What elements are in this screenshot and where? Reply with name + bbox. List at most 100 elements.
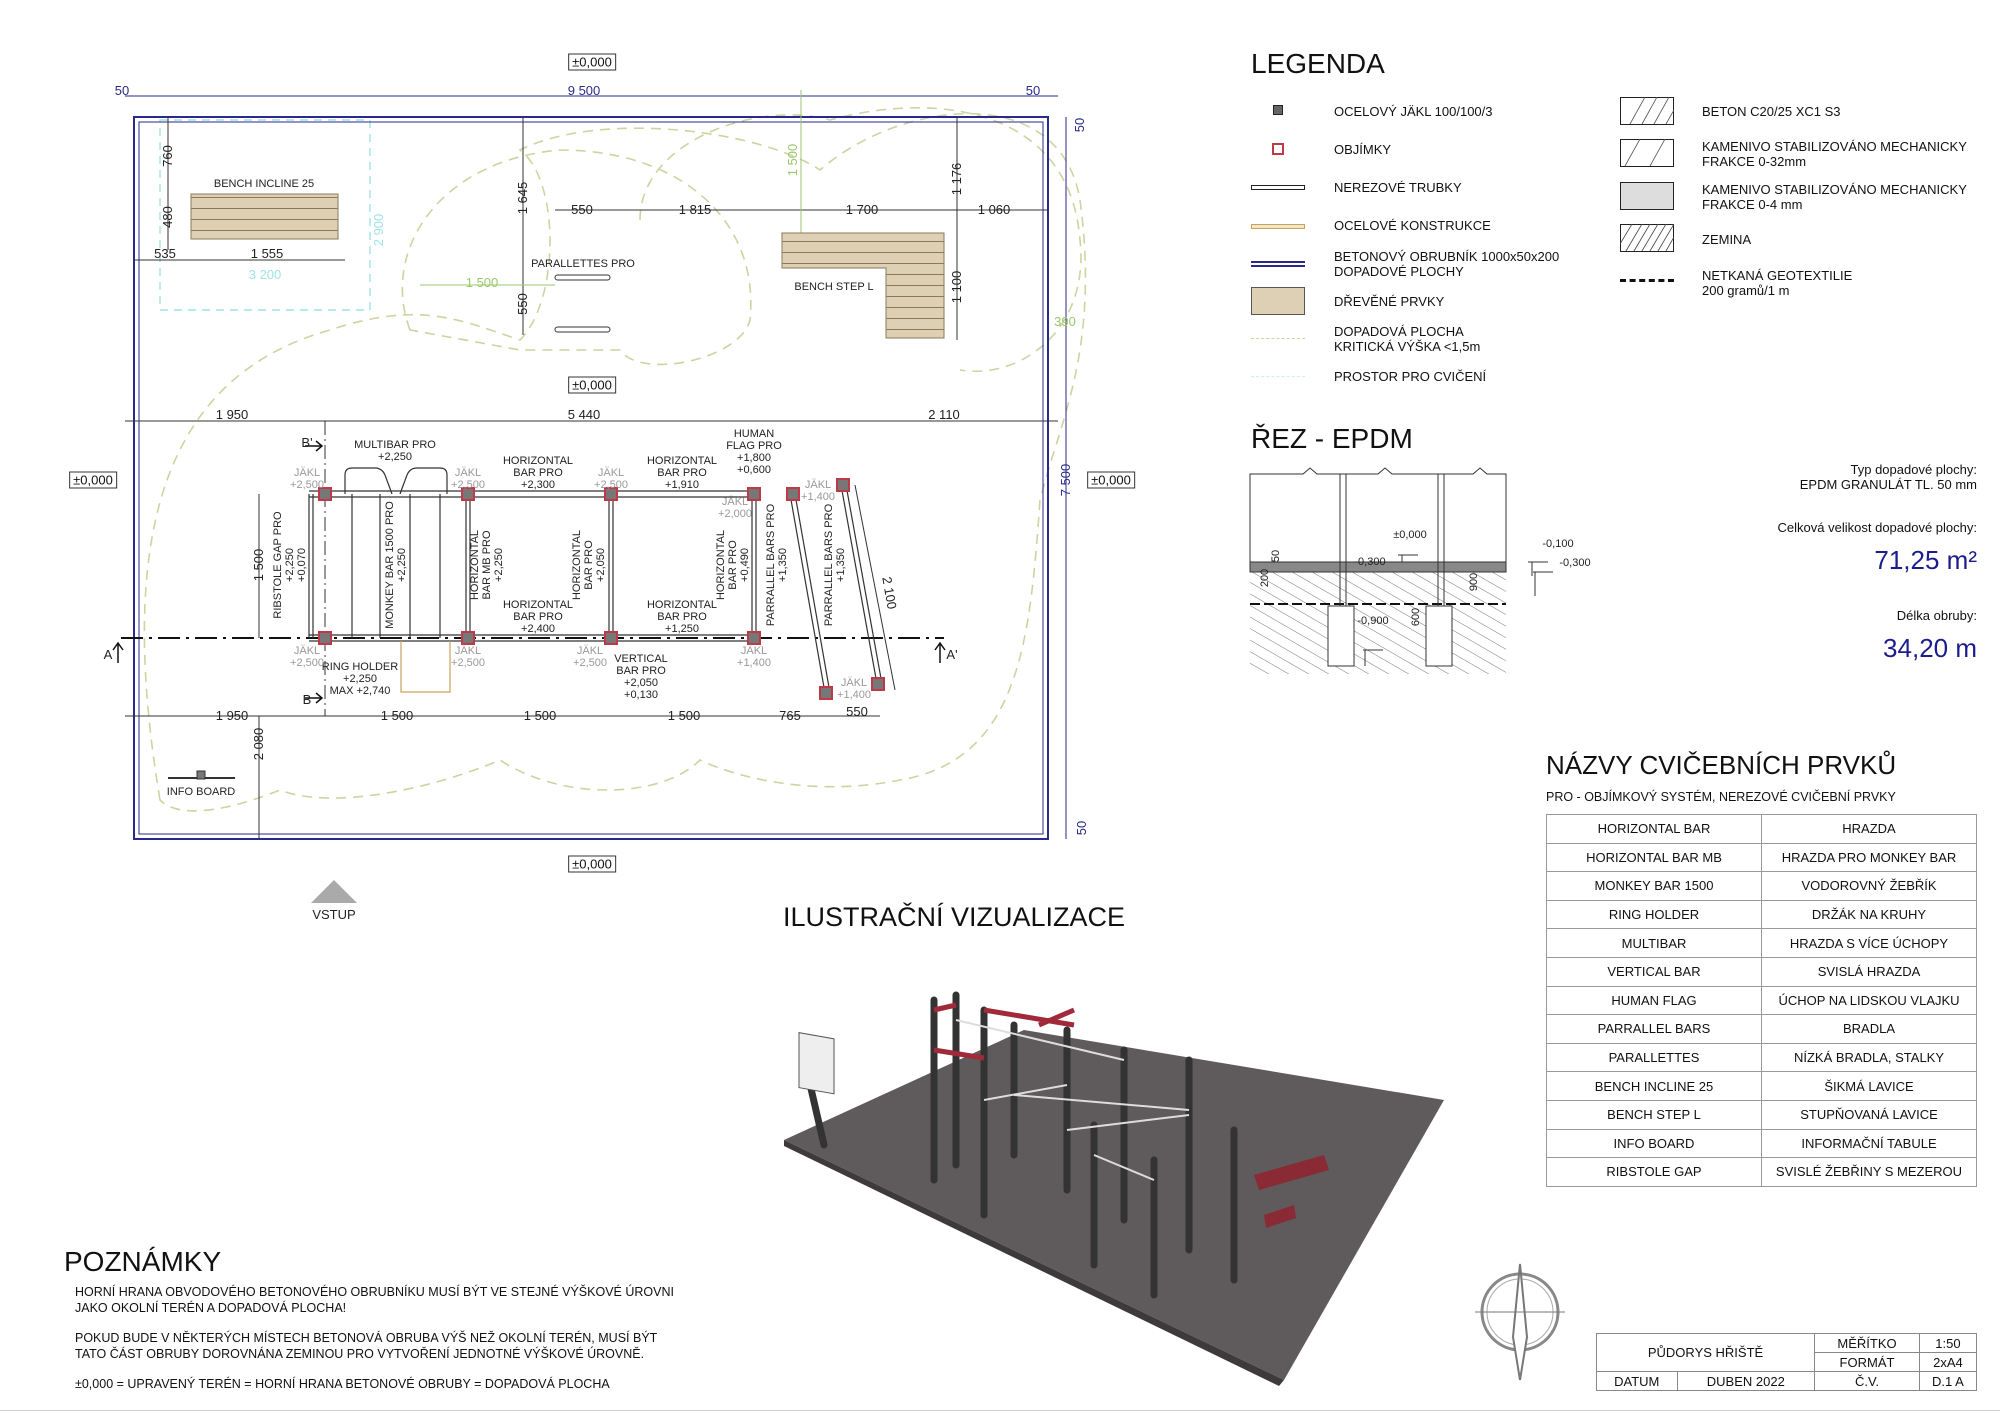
steel-post-icon [1273, 105, 1283, 115]
element-name-en: HORIZONTAL BAR [1546, 814, 1762, 844]
element-name-en: PARRALLEL BARS [1546, 1014, 1762, 1044]
label-horizontal-bar: HORIZONTAL BAR PRO +1,250 [646, 599, 718, 635]
geotextile-icon [1620, 279, 1674, 282]
label-parallettes: PARALLETTES PRO [531, 258, 635, 270]
format-value: 2xA4 [1918, 1352, 1978, 1372]
steel-construction-icon [1251, 224, 1305, 229]
concrete-curb [133, 116, 1049, 840]
north-arrow-icon [1475, 1263, 1565, 1381]
level-mark-bottom: ±0,000 [568, 855, 616, 873]
label-bench-step: BENCH STEP L [794, 281, 874, 293]
section-level-label: -0,900 [1357, 615, 1389, 627]
element-name-en: RIBSTOLE GAP [1546, 1157, 1762, 1187]
element-name-en: INFO BOARD [1546, 1128, 1762, 1159]
dim-label: 1 500 [667, 708, 701, 723]
element-name-cz: ÚCHOP NA LIDSKOU VLAJKU [1761, 985, 1977, 1016]
label-horizontal-bar: HORIZONTAL BAR PRO +2,050 [571, 529, 607, 601]
element-name-en: BENCH INCLINE 25 [1546, 1071, 1762, 1101]
drawing-name: PŮDORYS HŘIŠTĚ [1595, 1333, 1816, 1372]
dim-label: 1 645 [515, 181, 530, 215]
legend-item: KAMENIVO STABILIZOVÁNO MECHANICKY FRAKCE… [1702, 139, 1967, 169]
jakl-label: JÄKL +1,400 [801, 479, 835, 503]
jakl-label: JÄKL +2,000 [718, 496, 752, 520]
curb-length-value: 34,20 m [1883, 633, 1977, 663]
page-bottom-rule [0, 1410, 2000, 1411]
entrance-arrow [311, 880, 357, 903]
element-name-cz: HRAZDA S VÍCE ÚCHOPY [1761, 928, 1977, 958]
element-name-cz: BRADLA [1761, 1014, 1977, 1044]
element-name-en: MULTIBAR [1546, 928, 1762, 958]
label-vertical-bar: VERTICAL BAR PRO +2,050 +0,130 [614, 653, 668, 701]
note-item: HORNÍ HRANA OBVODOVÉHO BETONOVÉHO OBRUBN… [75, 1285, 674, 1315]
dim-label: 1 060 [977, 202, 1011, 217]
section-dim-label: 50 [1270, 549, 1282, 563]
dim-label: 390 [1054, 314, 1076, 329]
label-horizontal-bar: HORIZONTAL BAR PRO +1,910 [646, 455, 718, 491]
element-name-en: HORIZONTAL BAR MB [1546, 842, 1762, 873]
steel-posts [318, 478, 885, 700]
legend-item: OCELOVÉ KONSTRUKCE [1334, 218, 1491, 233]
section-level-label: ±0,000 [1393, 529, 1427, 541]
legend-item: DŘEVĚNÉ PRVKY [1334, 294, 1445, 309]
element-name-cz: SVISLÁ HRAZDA [1761, 956, 1977, 987]
visualization-title: ILUSTRAČNÍ VIZUALIZACE [783, 902, 1126, 932]
gravel-hatch-icon [1620, 139, 1674, 167]
legend-item: ZEMINA [1702, 232, 1752, 247]
dim-label: 1 555 [250, 246, 284, 261]
wood-icon [1251, 287, 1305, 315]
legend-item: KAMENIVO STABILIZOVÁNO MECHANICKY FRAKCE… [1702, 182, 1967, 212]
legend-item: BETON C20/25 XC1 S3 [1702, 104, 1841, 119]
element-name-cz: ŠIKMÁ LAVICE [1761, 1071, 1977, 1101]
impact-zone-icon [1251, 338, 1305, 339]
exercise-space [159, 119, 371, 311]
element-name-cz: HRAZDA PRO MONKEY BAR [1761, 842, 1977, 873]
level-mark-center: ±0,000 [568, 376, 616, 394]
visualization-render [784, 991, 1444, 1386]
dim-label: 1 815 [678, 202, 712, 217]
element-name-cz: STUPŇOVANÁ LAVICE [1761, 1099, 1977, 1130]
date-label: DATUM [1596, 1371, 1678, 1391]
jakl-label: JÄKL +1,400 [737, 645, 771, 669]
workout-structure [308, 467, 883, 694]
dim-label: 1 700 [845, 202, 879, 217]
legend-item: NEREZOVÉ TRUBKY [1334, 180, 1462, 195]
section-level-label: -0,100 [1542, 538, 1574, 550]
element-name-cz: SVISLÉ ŽEBŘINY S MEZEROU [1761, 1157, 1977, 1187]
dim-label: 50 [114, 83, 130, 98]
level-mark-top: ±0,000 [568, 53, 616, 71]
bench-incline [190, 193, 339, 240]
element-name-en: MONKEY BAR 1500 [1546, 871, 1762, 901]
clamp-icon [1272, 143, 1284, 155]
fine-gravel-hatch-icon [1620, 182, 1674, 210]
label-info-board: INFO BOARD [166, 786, 236, 798]
dim-label: 1 950 [215, 708, 249, 723]
label-bench-incline: BENCH INCLINE 25 [213, 178, 315, 190]
dim-label: 50 [1074, 820, 1089, 836]
date-value: DUBEN 2022 [1676, 1371, 1816, 1391]
section-mark-b: B [302, 692, 312, 707]
drawing-number: D.1 A [1918, 1371, 1978, 1391]
note-item: ±0,000 = UPRAVENÝ TERÉN = HORNÍ HRANA BE… [75, 1377, 610, 1391]
dim-label: 7 500 [1058, 463, 1073, 497]
names-title: NÁZVY CVIČEBNÍCH PRVKŮ [1546, 750, 1897, 780]
element-name-en: BENCH STEP L [1546, 1099, 1762, 1130]
legend-item: OCELOVÝ JÄKL 100/100/3 [1334, 104, 1493, 119]
drawing-number-label: Č.V. [1814, 1371, 1920, 1391]
legend-item: NETKANÁ GEOTEXTILIE 200 gramů/1 m [1702, 268, 1853, 298]
jakl-label: JÄKL +2,500 [290, 645, 324, 669]
label-parallel-bars: PARRALLEL BARS PRO +1,350 [823, 503, 847, 627]
legend-item: PROSTOR PRO CVIČENÍ [1334, 369, 1487, 384]
label-horizontal-bar: HORIZONTAL BAR PRO +2,400 [502, 599, 574, 635]
entrance-label: VSTUP [312, 907, 356, 922]
dim-label: 2 110 [928, 407, 960, 422]
stainless-tube-icon [1251, 185, 1305, 190]
